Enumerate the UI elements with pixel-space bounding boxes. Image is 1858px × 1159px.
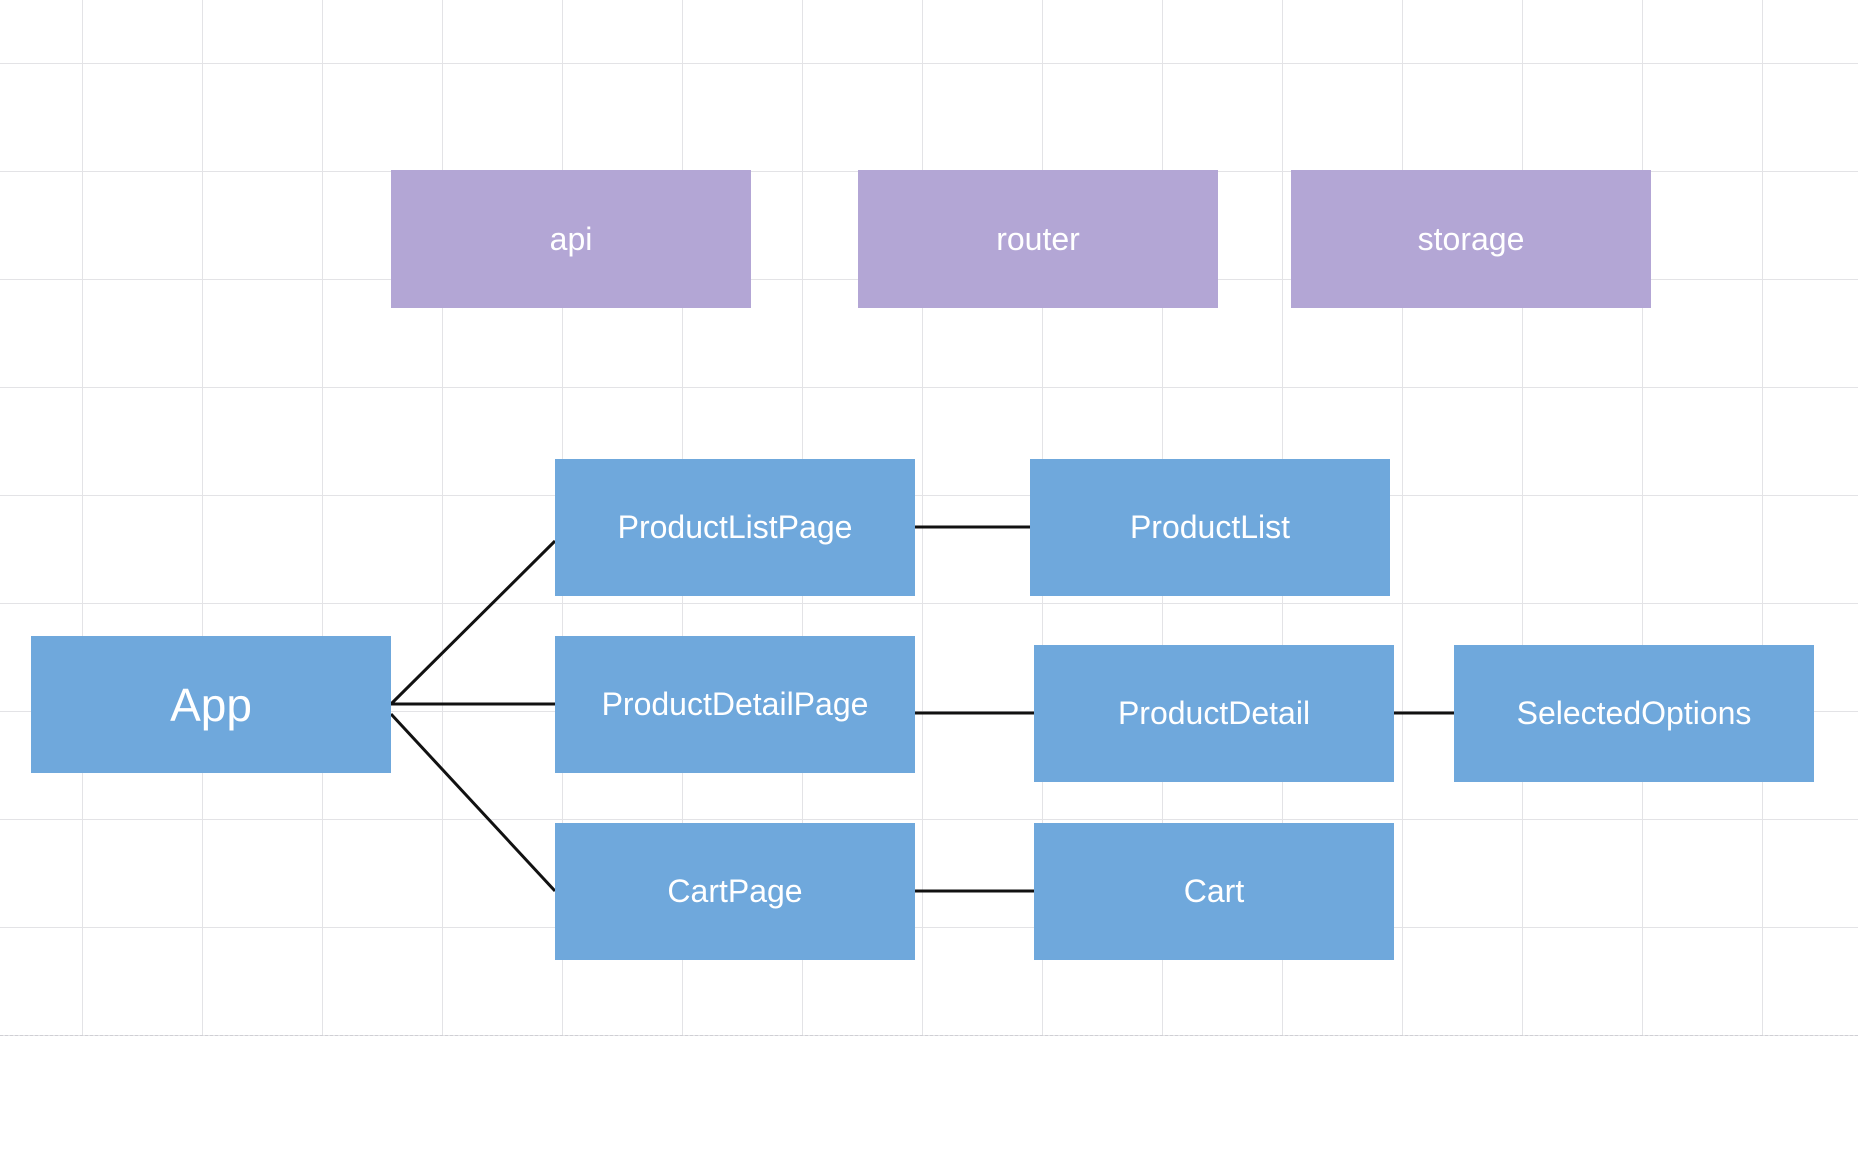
node-product-list[interactable]: ProductList: [1030, 459, 1390, 596]
node-selected-options-label: SelectedOptions: [1516, 695, 1752, 731]
node-product-detail-page[interactable]: ProductDetailPage: [555, 636, 915, 773]
node-cart[interactable]: Cart: [1034, 823, 1394, 960]
diagram-canvas[interactable]: [0, 0, 1858, 1036]
node-product-list-page-label: ProductListPage: [617, 509, 853, 545]
node-router-label: router: [996, 220, 1080, 257]
node-api-label: api: [549, 220, 593, 257]
node-storage-label: storage: [1417, 220, 1525, 257]
node-product-detail-label: ProductDetail: [1117, 695, 1311, 731]
node-product-list-page[interactable]: ProductListPage: [555, 459, 915, 596]
node-cart-page[interactable]: CartPage: [555, 823, 915, 960]
node-cart-page-label: CartPage: [667, 873, 803, 909]
node-product-detail-page-label: ProductDetailPage: [601, 686, 869, 722]
node-app-label: App: [170, 678, 252, 731]
node-api[interactable]: api: [391, 170, 751, 308]
node-cart-label: Cart: [1183, 873, 1245, 909]
node-product-detail[interactable]: ProductDetail: [1034, 645, 1394, 782]
node-storage[interactable]: storage: [1291, 170, 1651, 308]
node-app[interactable]: App: [31, 636, 391, 773]
node-router[interactable]: router: [858, 170, 1218, 308]
node-selected-options[interactable]: SelectedOptions: [1454, 645, 1814, 782]
node-product-list-label: ProductList: [1129, 509, 1291, 545]
